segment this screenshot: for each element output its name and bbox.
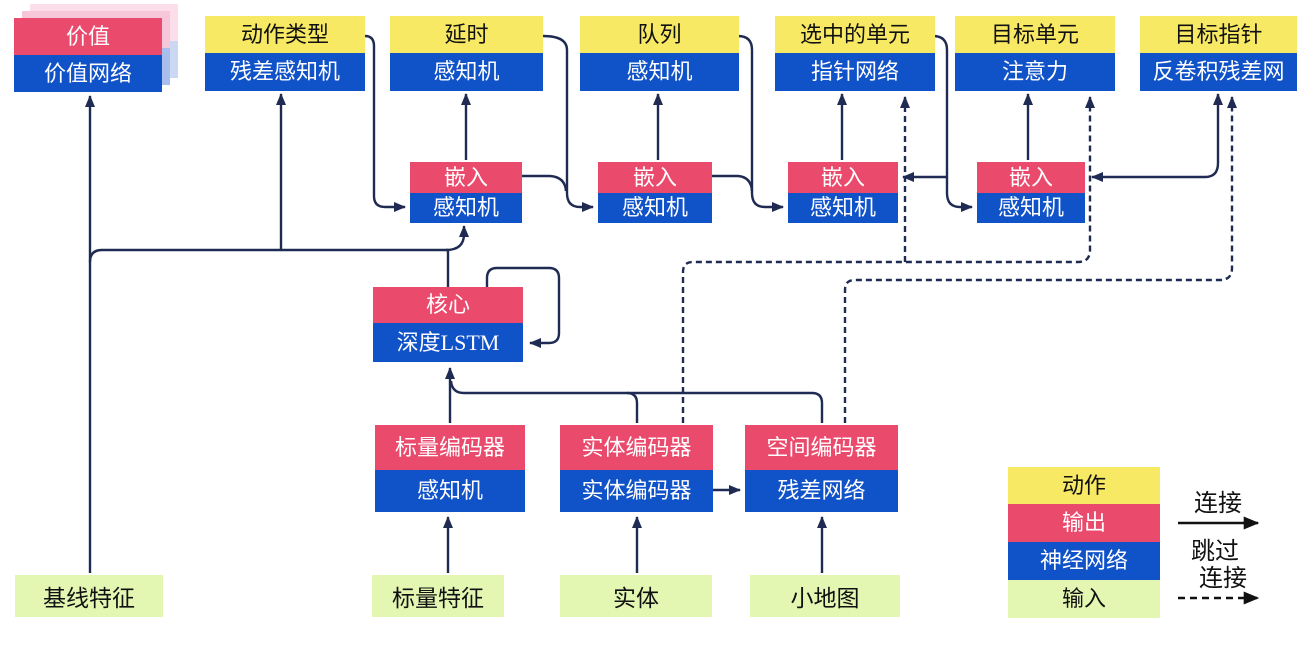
embed2-network-label: 感知机: [598, 193, 712, 223]
arrow-core-to-embed1: [445, 225, 469, 252]
core-output-label: 核心: [373, 287, 523, 323]
line-encoder-bus: [449, 380, 812, 395]
embed-box-3: 嵌入 感知机: [788, 162, 898, 223]
action-type-label: 动作类型: [205, 16, 365, 53]
head-box-delay: 延时 感知机: [390, 16, 543, 91]
legend-skip-label-line2: 连接: [1199, 566, 1247, 592]
value-network-label: 价值网络: [14, 55, 162, 92]
line-target-pointer-corner: [1204, 162, 1220, 179]
encoder-box-entity: 实体编码器 实体编码器: [560, 425, 713, 512]
delay-label: 延时: [390, 16, 543, 53]
head-box-value: 价值 价值网络: [14, 18, 162, 92]
action-type-network-label: 残差感知机: [205, 53, 365, 91]
core-network-label: 深度LSTM: [373, 323, 523, 362]
legend-output-label: 输出: [1008, 504, 1160, 542]
entity-encoder-label: 实体编码器: [560, 425, 713, 470]
head-box-target-pointer: 目标指针 反卷积残差网: [1140, 16, 1297, 91]
embed-box-2: 嵌入 感知机: [598, 162, 712, 223]
line-embed1-merge: [522, 174, 568, 192]
input-box-baseline-features: 基线特征: [15, 575, 163, 617]
arrow-core-self-loop: [485, 266, 561, 348]
line-core-left-bus: [88, 248, 448, 263]
head-box-selected-units: 选中的单元 指针网络: [775, 16, 935, 91]
embed2-output-label: 嵌入: [598, 162, 712, 193]
arrow-delay-to-embed2: [542, 34, 594, 212]
encoder-box-spatial: 空间编码器 残差网络: [745, 425, 898, 512]
embed-box-1: 嵌入 感知机: [410, 162, 522, 223]
target-pointer-network-label: 反卷积残差网: [1140, 53, 1297, 91]
core-box: 核心 深度LSTM: [373, 287, 523, 362]
spatial-encoder-network-label: 残差网络: [745, 470, 898, 512]
legend-input-label: 输入: [1008, 580, 1160, 618]
embed3-output-label: 嵌入: [788, 162, 898, 193]
legend-color-key: 动作 输出 神经网络 输入: [1008, 467, 1160, 618]
input-box-scalar-features: 标量特征: [372, 575, 504, 617]
input-box-minimap: 小地图: [750, 575, 900, 617]
entity-encoder-network-label: 实体编码器: [560, 470, 713, 512]
scalar-encoder-label: 标量编码器: [375, 425, 525, 470]
spatial-encoder-label: 空间编码器: [745, 425, 898, 470]
skip-entity-to-target-unit: [681, 96, 1095, 423]
embed1-network-label: 感知机: [410, 193, 522, 223]
embed3-network-label: 感知机: [788, 193, 898, 223]
arrow-action-type-to-embed1: [364, 34, 406, 212]
scalar-encoder-network-label: 感知机: [375, 470, 525, 512]
value-output-label: 价值: [14, 18, 162, 55]
target-unit-label: 目标单元: [955, 16, 1115, 53]
input-box-entities: 实体: [560, 575, 712, 617]
target-unit-network-label: 注意力: [955, 53, 1115, 91]
arrow-queue-to-embed3: [737, 34, 784, 212]
legend-network-label: 神经网络: [1008, 542, 1160, 580]
skip-spatial-to-target-pointer: [843, 96, 1237, 423]
encoder-box-scalar: 标量编码器 感知机: [375, 425, 525, 512]
line-embed2-merge: [712, 174, 754, 192]
arrow-selected-units-to-embed4: [932, 34, 973, 212]
queue-label: 队列: [580, 16, 739, 53]
head-box-queue: 队列 感知机: [580, 16, 739, 91]
line-spatial-riser: [811, 391, 824, 423]
legend-skip-label-line1: 跳过: [1191, 539, 1239, 565]
selected-units-network-label: 指针网络: [775, 53, 935, 91]
target-pointer-label: 目标指针: [1140, 16, 1297, 53]
delay-network-label: 感知机: [390, 53, 543, 91]
line-entity-riser: [626, 391, 639, 423]
legend-action-label: 动作: [1008, 467, 1160, 504]
head-box-action-type: 动作类型 残差感知机: [205, 16, 365, 91]
legend-solid-connection-label: 连接: [1194, 491, 1242, 517]
selected-units-label: 选中的单元: [775, 16, 935, 53]
embed-box-4: 嵌入 感知机: [977, 162, 1085, 223]
embed4-network-label: 感知机: [977, 193, 1085, 223]
queue-network-label: 感知机: [580, 53, 739, 91]
head-box-target-unit: 目标单元 注意力: [955, 16, 1115, 91]
embed1-output-label: 嵌入: [410, 162, 522, 193]
embed4-output-label: 嵌入: [977, 162, 1085, 193]
